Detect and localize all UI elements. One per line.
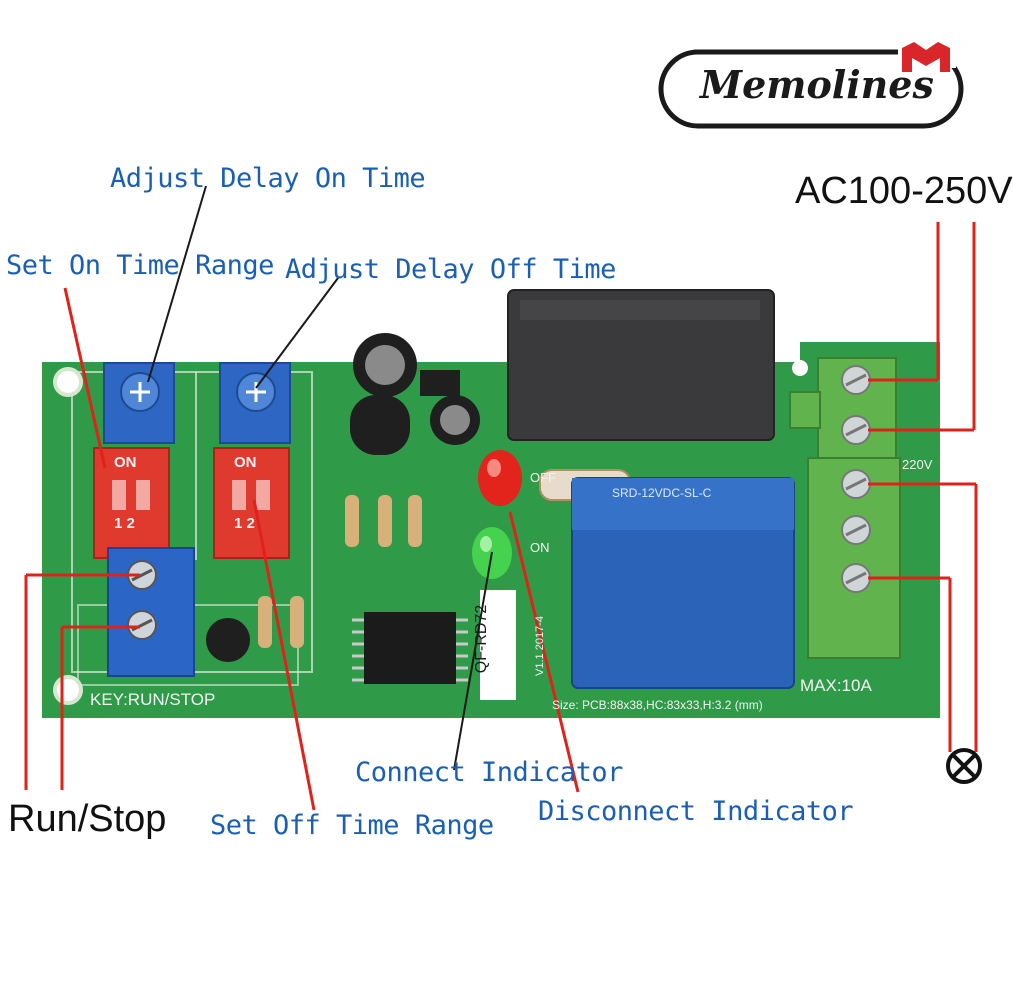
ic-chip (352, 612, 468, 684)
power-module (507, 289, 775, 441)
dip-switch-off-range (213, 447, 290, 559)
pcb-220v: 220V (902, 457, 933, 472)
label-run-stop: Run/Stop (8, 798, 167, 840)
dip-12-label-1: 1 2 (114, 515, 135, 532)
label-adjust-delay-on: Adjust Delay On Time (110, 163, 426, 194)
potentiometer-off (219, 362, 291, 444)
label-set-off-range: Set Off Time Range (210, 810, 494, 841)
dip-12-label-2: 1 2 (234, 515, 255, 532)
pcb-max-current: MAX:10A (800, 676, 872, 695)
pcb-on: ON (530, 540, 550, 555)
dip-on-label-2: ON (234, 454, 257, 471)
brand-logo-text: Memolines (700, 62, 934, 107)
pcb-size: Size: PCB:88x38,HC:83x33,H:3.2 (mm) (552, 698, 763, 712)
annotation-lines-black (147, 185, 493, 771)
label-voltage: AC100-250V (795, 170, 1013, 212)
dip-switch-on-range (93, 447, 170, 559)
pcb-version: V1.1 2017-4 (533, 616, 546, 676)
label-adjust-delay-off: Adjust Delay Off Time (285, 254, 616, 285)
run-stop-terminal (107, 547, 195, 677)
screw-terminal-bottom (807, 457, 901, 659)
annotation-lines (24, 222, 978, 811)
model-label-box (480, 590, 516, 700)
led-disconnect-red (478, 450, 522, 506)
relay (571, 477, 795, 689)
pcb-key-run-stop: KEY:RUN/STOP (90, 690, 216, 709)
potentiometer-on (103, 362, 175, 444)
label-connect-indicator: Connect Indicator (355, 757, 623, 788)
pcb-model: QF-RD72 (473, 604, 491, 674)
relay-marking: SRD-12VDC-SL-C (612, 486, 712, 500)
label-set-on-range: Set On Time Range (6, 250, 274, 281)
capacitors (350, 333, 480, 455)
load-lamp-symbol (946, 748, 982, 784)
label-disconnect-indicator: Disconnect Indicator (538, 796, 854, 827)
pcb-off: OFF (530, 470, 556, 485)
brand-logo (658, 42, 970, 130)
dip-on-label-1: ON (114, 454, 137, 471)
